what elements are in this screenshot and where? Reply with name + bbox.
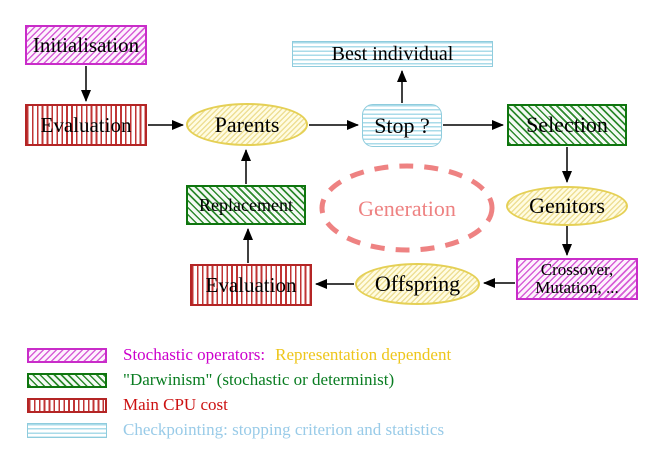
node-evaluation-top: Evaluation [25,104,147,146]
legend-swatch-checkpointing [27,422,107,438]
generation-label: Generation [358,196,456,221]
node-parents: Parents [186,103,308,146]
node-genitors: Genitors [506,186,628,226]
crossover-line2: Mutation, ... [535,278,619,297]
legend-swatch-stochastic [27,347,107,363]
legend-row-checkpointing: Checkpointing: stopping criterion and st… [27,420,445,439]
crossover-line1: Crossover, [540,260,614,280]
legend-row-cpu-cost: Main CPU cost [27,395,228,414]
legend-swatch-cpu-cost [27,397,107,413]
node-replacement: Replacement [186,185,306,225]
node-initialisation: Initialisation [25,25,147,65]
legend-swatch-darwinism [27,372,107,388]
node-stop: Stop ? [362,104,442,147]
legend-label-checkpointing: Checkpointing: stopping criterion and st… [123,420,445,439]
node-offspring: Offspring [355,263,480,305]
legend-label-stochastic: Stochastic operators: [123,345,266,364]
node-crossover-mutation: Crossover, Mutation, ... [516,258,638,300]
legend-row-darwinism: "Darwinism" (stochastic or determinist) [27,370,395,389]
node-best-individual: Best individual [292,41,493,67]
legend-label-darwinism: "Darwinism" (stochastic or determinist) [123,370,395,389]
node-evaluation-bottom: Evaluation [190,264,312,306]
legend-label-representation: Representation dependent [275,345,452,364]
generation-ellipse [319,163,495,253]
legend-row-stochastic: Stochastic operators: Representation dep… [27,345,452,364]
legend-label-cpu-cost: Main CPU cost [123,395,228,414]
node-selection: Selection [507,104,627,146]
